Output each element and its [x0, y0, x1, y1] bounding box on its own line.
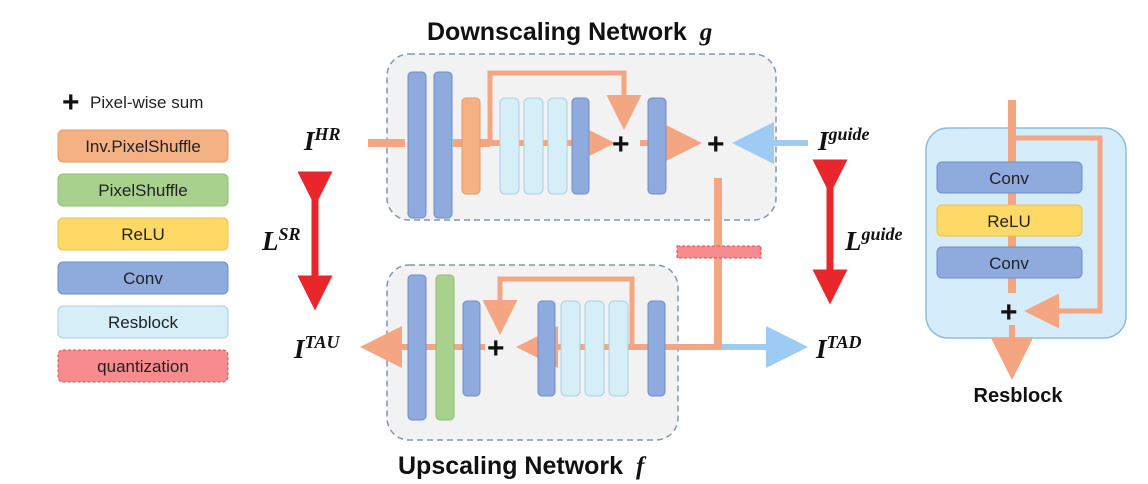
- down-conv-block-1: [407, 71, 427, 219]
- symbol-l-guide: Lguide: [844, 224, 903, 256]
- resblock-relu: [936, 204, 1083, 237]
- resblock-sum-icon: +: [1000, 296, 1018, 329]
- up-conv-block-3: [537, 300, 556, 397]
- symbol-i-hr: IHR: [303, 124, 341, 156]
- legend-label-pixel-wise-sum: Pixel-wise sum: [90, 93, 203, 112]
- down-conv-block-2: [433, 71, 453, 219]
- up-sum-icon: +: [487, 332, 505, 365]
- symbol-i-tau: ITAU: [293, 332, 341, 364]
- up-conv-block-1: [407, 274, 427, 421]
- legend-label-pixelshuffle: PixelShuffle: [98, 181, 187, 200]
- resblock-skip-arrow: [1012, 135, 1103, 329]
- legend-swatch-quantization: [57, 349, 229, 383]
- up-conv-block-2: [462, 300, 481, 397]
- resblock-panel: Conv ReLU Conv + Resblock: [925, 100, 1127, 407]
- quantization-block: [676, 245, 762, 259]
- up-resblock-1: [560, 300, 581, 397]
- legend-label-conv: Conv: [123, 269, 163, 288]
- legend-swatch-resblock: [57, 305, 229, 339]
- down-inv-pixelshuffle-block: [461, 97, 481, 195]
- symbol-l-sr: LSR: [261, 224, 301, 256]
- legend-label-relu: ReLU: [121, 225, 164, 244]
- legend-swatch-inv-pixelshuffle: [57, 129, 229, 163]
- down-conv-block-4: [647, 97, 667, 195]
- resblock-conv-2-label: Conv: [989, 254, 1029, 273]
- down-resblock-3: [547, 97, 568, 195]
- downscaling-skip-arrow: [487, 70, 642, 143]
- symbol-i-guide: Iguide: [817, 124, 870, 156]
- down-sum-icon: +: [612, 128, 630, 161]
- resblock-conv-1: [936, 161, 1083, 194]
- symbol-i-tad: ITAD: [815, 332, 862, 364]
- guide-sum-icon: +: [707, 128, 725, 161]
- legend-label-quantization: quantization: [97, 357, 189, 376]
- up-resblock-3: [608, 300, 629, 397]
- resblock-conv-1-label: Conv: [989, 169, 1029, 188]
- legend-swatch-relu: [57, 217, 229, 251]
- up-resblock-2: [584, 300, 605, 397]
- legend-plus-icon: +: [62, 86, 80, 119]
- legend-label-resblock: Resblock: [108, 313, 178, 332]
- legend-swatch-pixelshuffle: [57, 173, 229, 207]
- down-resblock-2: [523, 97, 544, 195]
- up-conv-block-4: [647, 300, 666, 397]
- resblock-conv-2: [936, 246, 1083, 279]
- legend-label-inv-pixelshuffle: Inv.PixelShuffle: [85, 137, 201, 156]
- upscaling-skip-arrow: [482, 276, 635, 347]
- legend: + Pixel-wise sum Inv.PixelShuffle PixelS…: [57, 86, 229, 383]
- up-pixelshuffle-block: [435, 274, 455, 421]
- down-conv-block-3: [571, 97, 590, 195]
- resblock-relu-label: ReLU: [987, 212, 1030, 231]
- legend-swatch-conv: [57, 261, 229, 295]
- resblock-panel-title: Resblock: [974, 385, 1064, 407]
- upscaling-network-title: Upscaling Network f: [398, 452, 647, 480]
- downscaling-network-title: Downscaling Network g: [427, 18, 712, 46]
- down-resblock-1: [499, 97, 520, 195]
